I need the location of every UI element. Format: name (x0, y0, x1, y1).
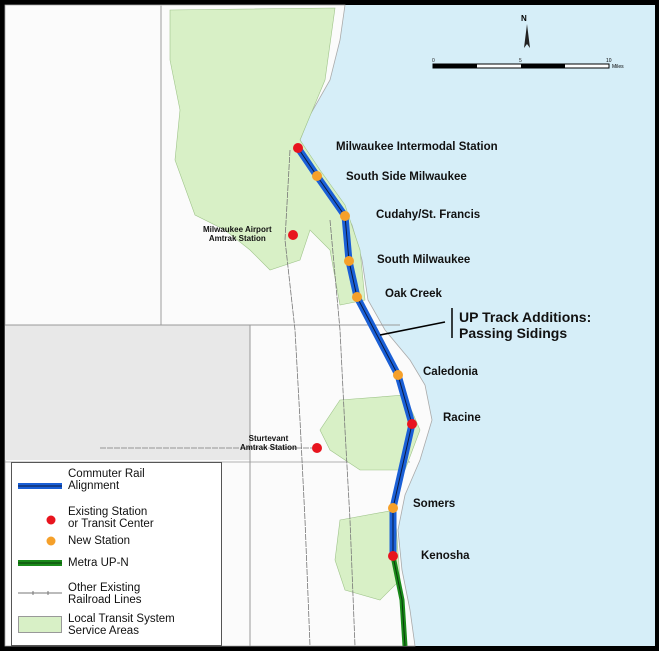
new-station-marker (388, 503, 398, 513)
new-station-marker (393, 370, 403, 380)
label-caledonia: Caledonia (423, 366, 478, 378)
new-station-marker (344, 256, 354, 266)
amtrak-line2: Amtrak Station (208, 234, 266, 243)
amtrak-station-marker (312, 443, 322, 453)
legend-commuter-symbol (18, 483, 62, 489)
legend-new-station-icon (46, 536, 56, 546)
new-station-marker (312, 171, 322, 181)
amtrak-station-marker (288, 230, 298, 240)
label-milwaukee-airport-amtrak: Milwaukee Airport Amtrak Station (203, 225, 272, 243)
legend-transit-area-swatch (18, 616, 62, 633)
legend-metra-label: Metra UP-N (68, 557, 129, 569)
legend-existing-station-icon (46, 515, 56, 525)
callout-leader (379, 321, 446, 336)
label-sturtevant-amtrak: Sturtevant Amtrak Station (240, 434, 297, 452)
label-somers: Somers (413, 498, 456, 510)
transit-service-areas (169, 7, 421, 601)
new-station-marker (352, 292, 362, 302)
label-oak-creek: Oak Creek (385, 288, 442, 300)
existing-station-marker (407, 419, 417, 429)
label-kenosha: Kenosha (421, 550, 470, 562)
new-station-marker (340, 211, 350, 221)
scale-tick-0: 0 (432, 58, 435, 64)
scale-tick-5: 5 (519, 58, 522, 64)
other-railroad-lines (100, 149, 356, 647)
label-milwaukee-intermodal: Milwaukee Intermodal Station (336, 141, 498, 153)
legend-new-station-label: New Station (68, 535, 131, 547)
label-south-side-milwaukee: South Side Milwaukee (346, 171, 467, 183)
callout-line2: Passing Sidings (459, 325, 568, 341)
amtrak-line1: Milwaukee Airport (203, 225, 272, 234)
scale-unit: Miles (612, 64, 624, 70)
north-label: N (521, 14, 527, 23)
label-south-milwaukee: South Milwaukee (377, 254, 471, 266)
amtrak-line2: Amtrak Station (240, 443, 297, 452)
label-cudahy: Cudahy/St. Francis (376, 209, 481, 221)
existing-station-marker (293, 143, 303, 153)
legend-metra-symbol (18, 560, 62, 566)
existing-station-marker (388, 551, 398, 561)
callout-line1: UP Track Additions: (459, 309, 592, 325)
legend-other-rail-symbol (18, 591, 62, 595)
scale-bar (432, 63, 610, 69)
scale-tick-10: 10 (606, 58, 612, 64)
amtrak-line1: Sturtevant (248, 434, 289, 443)
north-arrow-icon (524, 24, 530, 48)
callout-up-track-additions: UP Track Additions: Passing Sidings (459, 309, 591, 341)
county-shade (5, 325, 250, 460)
label-racine: Racine (443, 412, 481, 424)
